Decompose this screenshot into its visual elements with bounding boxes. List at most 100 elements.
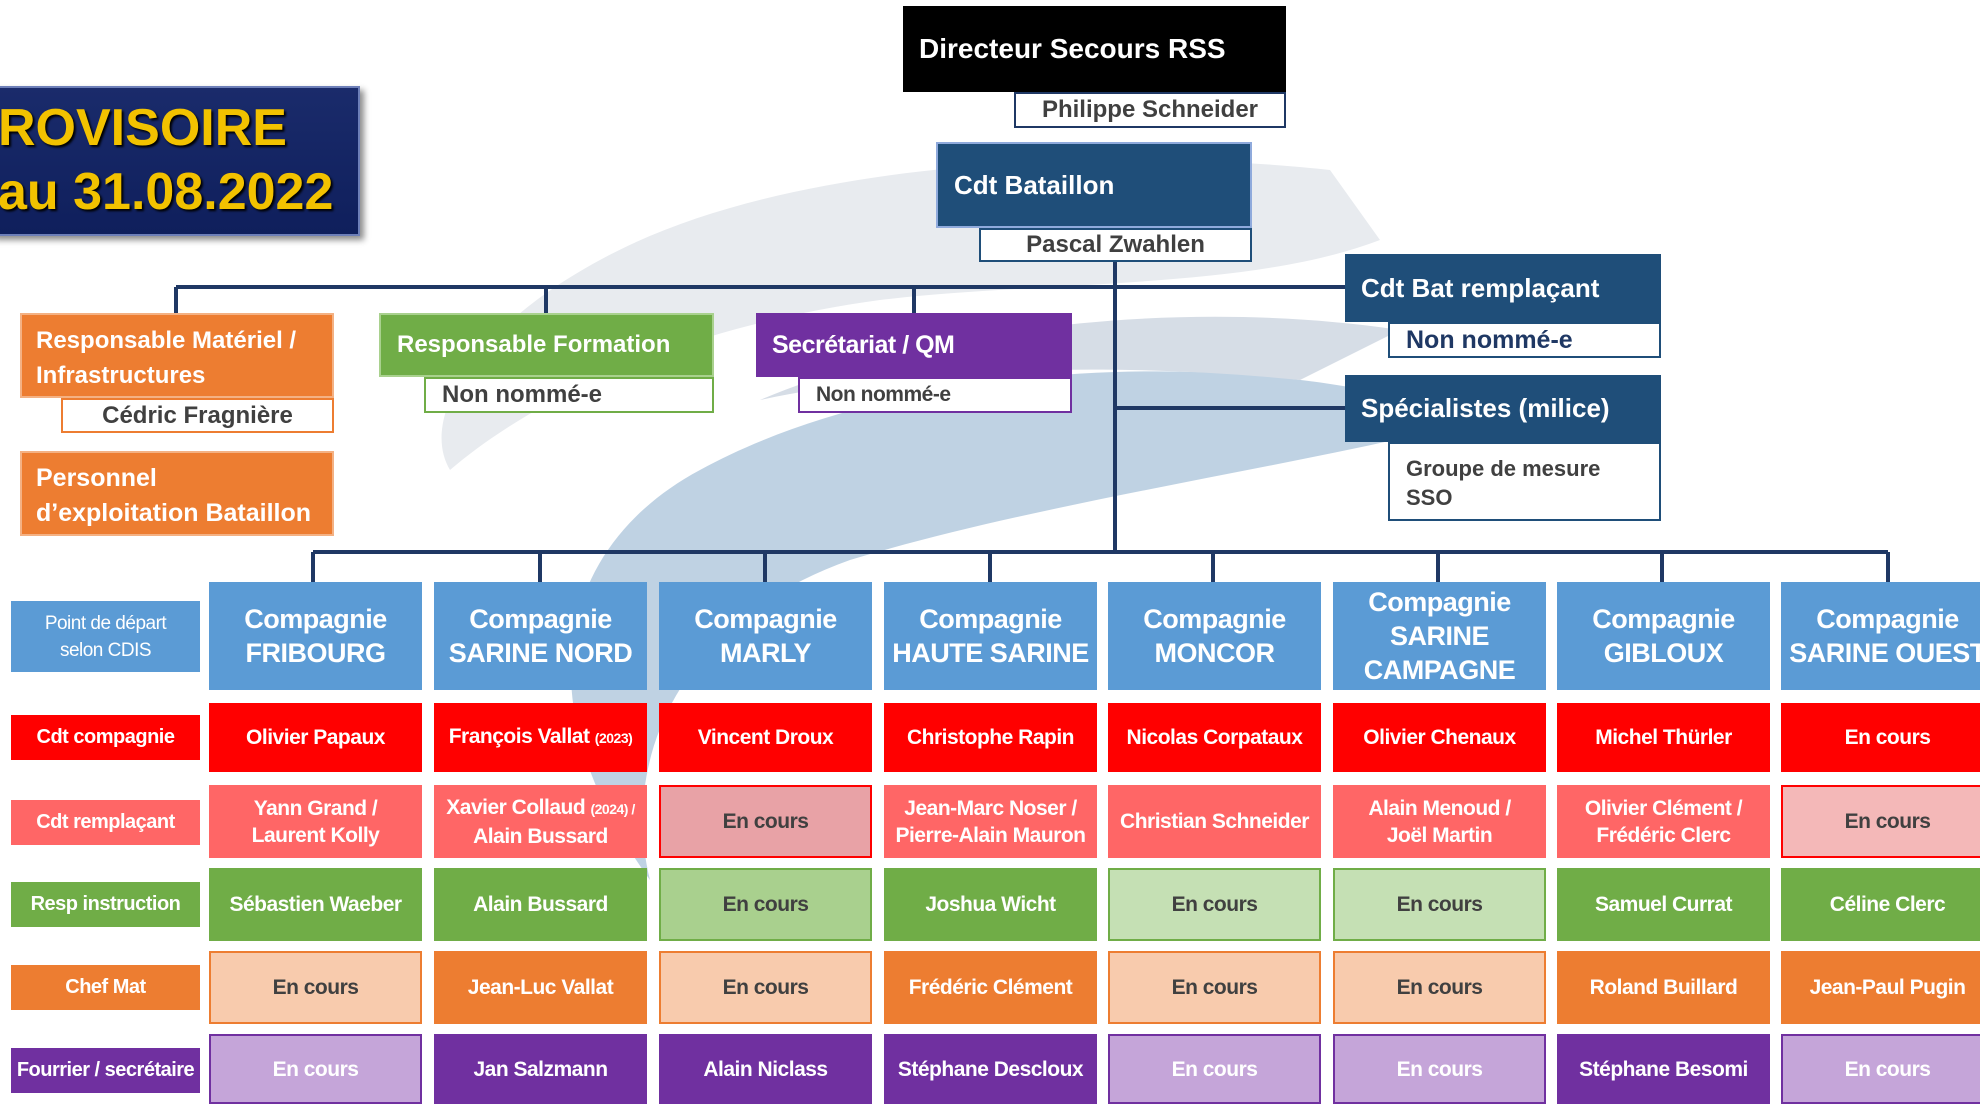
row-label-fourrier-text: Fourrier / secrétaire [16,1059,195,1081]
row-label-fourrier: Fourrier / secrétaire [11,1048,200,1093]
resp-instruction-name: Alain Bussard [473,893,608,916]
cdt-remplacant-name-1: Yann Grand / [253,796,378,820]
company-header-line-1: Compagnie [919,604,1062,634]
cdt-remplacant-line-1: En cours [723,808,809,835]
formation-box: Responsable Formation [379,313,714,377]
cdt-compagnie-name: Christophe Rapin [906,726,1075,749]
banner-line-2: au 31.08.2022 [0,163,334,221]
row-label-chefmat-text: Chef Mat [65,976,146,998]
chef-mat-name: En cours [1396,976,1483,999]
cdt-compagnie-name: Olivier Chenaux [1363,726,1516,749]
company-header-line-2: MONCOR [1154,638,1276,668]
cdt-compagnie-cell: Christophe Rapin [884,703,1097,772]
personnel-line-1: Personnel [36,464,157,492]
specialists-line-2: SSO [1406,485,1453,510]
cdt-remplacant-year: (2024) / [590,800,635,817]
chef-mat-name: Roland Buillard [1589,976,1738,999]
deputy-name: Non nommé-e [1406,325,1573,354]
commander-name-box: Pascal Zwahlen [979,228,1252,262]
cdt-remplacant-name-1: Xavier Collaud [446,795,591,819]
fourrier-name: En cours [1396,1057,1483,1081]
company-header-line-2: FRIBOURG [245,638,387,668]
company-header-line-2: GIBLOUX [1603,638,1724,668]
cdt-remplacant-cell: En cours [659,785,872,858]
cdt-remplacant-line-1: Christian Schneider [1120,808,1309,835]
cdt-compagnie-name: En cours [1844,726,1931,749]
cdt-remplacant-cell: Yann Grand /Laurent Kolly [209,785,422,858]
row-label-instruction: Resp instruction [11,882,200,927]
director-title: Directeur Secours RSS [919,33,1226,64]
specialists-line-1: Groupe de mesure [1406,456,1601,481]
cdt-remplacant-cell: En cours [1781,785,1980,858]
chef-mat-cell: Jean-Paul Pugin [1781,951,1980,1024]
company-header-line-1: Compagnie [244,604,387,634]
resp-instruction-name: En cours [1171,893,1258,916]
cdt-compagnie-cell: En cours [1781,703,1980,772]
row-label-remplacant: Cdt remplaçant [11,800,200,845]
cdt-compagnie-cell: Nicolas Corpataux [1108,703,1321,772]
banner-line-1: ROVISOIRE [0,99,287,157]
cdt-remplacant-cell: Christian Schneider [1108,785,1321,858]
cdt-compagnie-text: Christophe Rapin [906,724,1075,751]
resp-instruction-cell: Céline Clerc [1781,868,1980,941]
cdt-compagnie-year: (2023) [594,730,633,746]
formation-name-box: Non nommé-e [424,377,714,413]
cdt-remplacant-name-1: Alain Menoud / [1368,796,1511,820]
cdt-remplacant-name-1: Christian Schneider [1120,810,1309,833]
cdt-compagnie-name: Michel Thürler [1595,726,1732,749]
cdt-remplacant-name-2: Pierre-Alain Mauron [895,823,1086,847]
fourrier-name: En cours [1844,1057,1931,1081]
formation-name: Non nommé-e [442,381,603,408]
chef-mat-name: Frédéric Clément [908,976,1073,999]
cdt-compagnie-name: Nicolas Corpataux [1126,726,1303,749]
row-label-depart-1: Point de départ [44,612,167,634]
cdt-compagnie-text: En cours [1845,724,1931,751]
cdt-compagnie-text: François Vallat (2023) [449,723,633,752]
materiel-title-2: Infrastructures [36,362,206,389]
chef-mat-name: En cours [1171,976,1258,999]
row-label-depart: Point de départ selon CDIS [11,601,200,672]
cdt-remplacant-cell: Jean-Marc Noser / Pierre-Alain Mauron [884,785,1097,858]
cdt-compagnie-cell: Vincent Droux [659,703,872,772]
personnel-box: Personnel d’exploitation Bataillon [20,451,334,536]
fourrier-cell: En cours [209,1034,422,1104]
fourrier-cell: Stéphane Besomi [1557,1034,1770,1104]
chef-mat-name: Jean-Luc Vallat [467,976,614,999]
company-header-line-2: MARLY [719,638,812,668]
cdt-compagnie-cell: François Vallat (2023) [434,703,647,772]
cdt-remplacant-name-1: Olivier Clément / [1584,796,1743,820]
cdt-remplacant-name-2: Alain Bussard [473,824,608,848]
cdt-compagnie-text: Olivier Papaux [246,724,385,751]
company-header-line-2: SARINE OUEST [1789,638,1980,668]
chef-mat-name: En cours [722,976,809,999]
secretariat-name-box: Non nommé-e [798,377,1072,413]
row-label-cdt-text: Cdt compagnie [36,726,175,748]
cdt-compagnie-text: Nicolas Corpataux [1127,724,1303,751]
resp-instruction-name: En cours [1396,893,1483,916]
chef-mat-cell: Roland Buillard [1557,951,1770,1024]
fourrier-name: En cours [1171,1057,1258,1081]
cdt-compagnie-cell: Olivier Papaux [209,703,422,772]
company-header-line-1: Compagnie [1592,604,1735,634]
company-header-line-2: SARINE [1389,621,1490,651]
resp-instruction-cell: En cours [1333,868,1546,941]
specialists-box: Spécialistes (milice) [1345,375,1661,442]
company-header-line-1: Compagnie [1368,587,1511,617]
fourrier-cell: Jan Salzmann [434,1034,647,1104]
cdt-compagnie-name: François Vallat [448,725,595,748]
cdt-remplacant-name-1: Jean-Marc Noser / [904,796,1077,820]
cdt-remplacant-name-2: Frédéric Clerc [1596,823,1731,847]
cdt-compagnie-cell: Michel Thürler [1557,703,1770,772]
cdt-compagnie-cell: Olivier Chenaux [1333,703,1546,772]
resp-instruction-cell: En cours [659,868,872,941]
materiel-title-1: Responsable Matériel / [36,327,297,354]
chef-mat-name: En cours [272,976,359,999]
resp-instruction-name: Joshua Wicht [925,893,1056,916]
row-label-remplacant-text: Cdt remplaçant [36,811,175,833]
commander-title: Cdt Bataillon [954,169,1115,200]
